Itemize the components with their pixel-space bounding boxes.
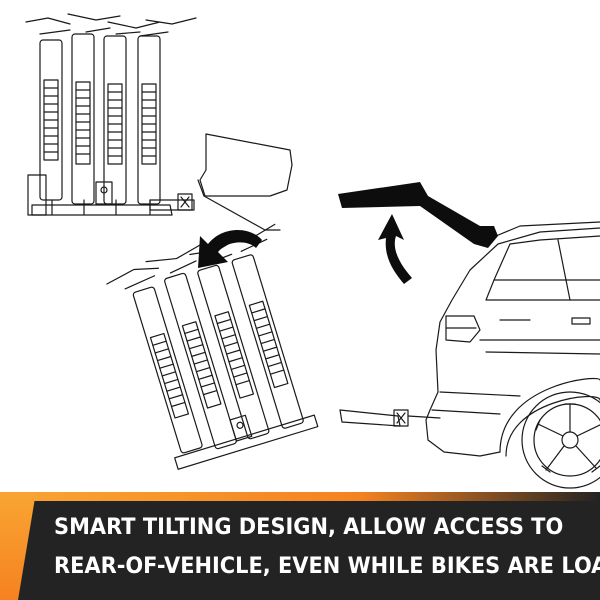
open-hatch-arrow-icon xyxy=(378,214,412,284)
bike-rack-upright-icon xyxy=(25,13,293,231)
caption-line-1: SMART TILTING DESIGN, ALLOW ACCESS TO xyxy=(54,514,564,540)
hatch-swing-arrow-icon xyxy=(338,182,498,248)
accent-stripe xyxy=(0,492,600,501)
caption-banner: SMART TILTING DESIGN, ALLOW ACCESS TO RE… xyxy=(0,492,600,600)
tilt-arrow-icon xyxy=(198,229,262,268)
bike-rack-tilted-icon xyxy=(106,223,319,470)
caption-text: SMART TILTING DESIGN, ALLOW ACCESS TO RE… xyxy=(54,508,600,586)
car-rear-icon xyxy=(425,221,600,489)
accent-corner xyxy=(0,492,36,600)
product-illustration xyxy=(25,13,600,489)
caption-line-2: REAR-OF-VEHICLE, EVEN WHILE BIKES ARE LO… xyxy=(54,553,600,579)
